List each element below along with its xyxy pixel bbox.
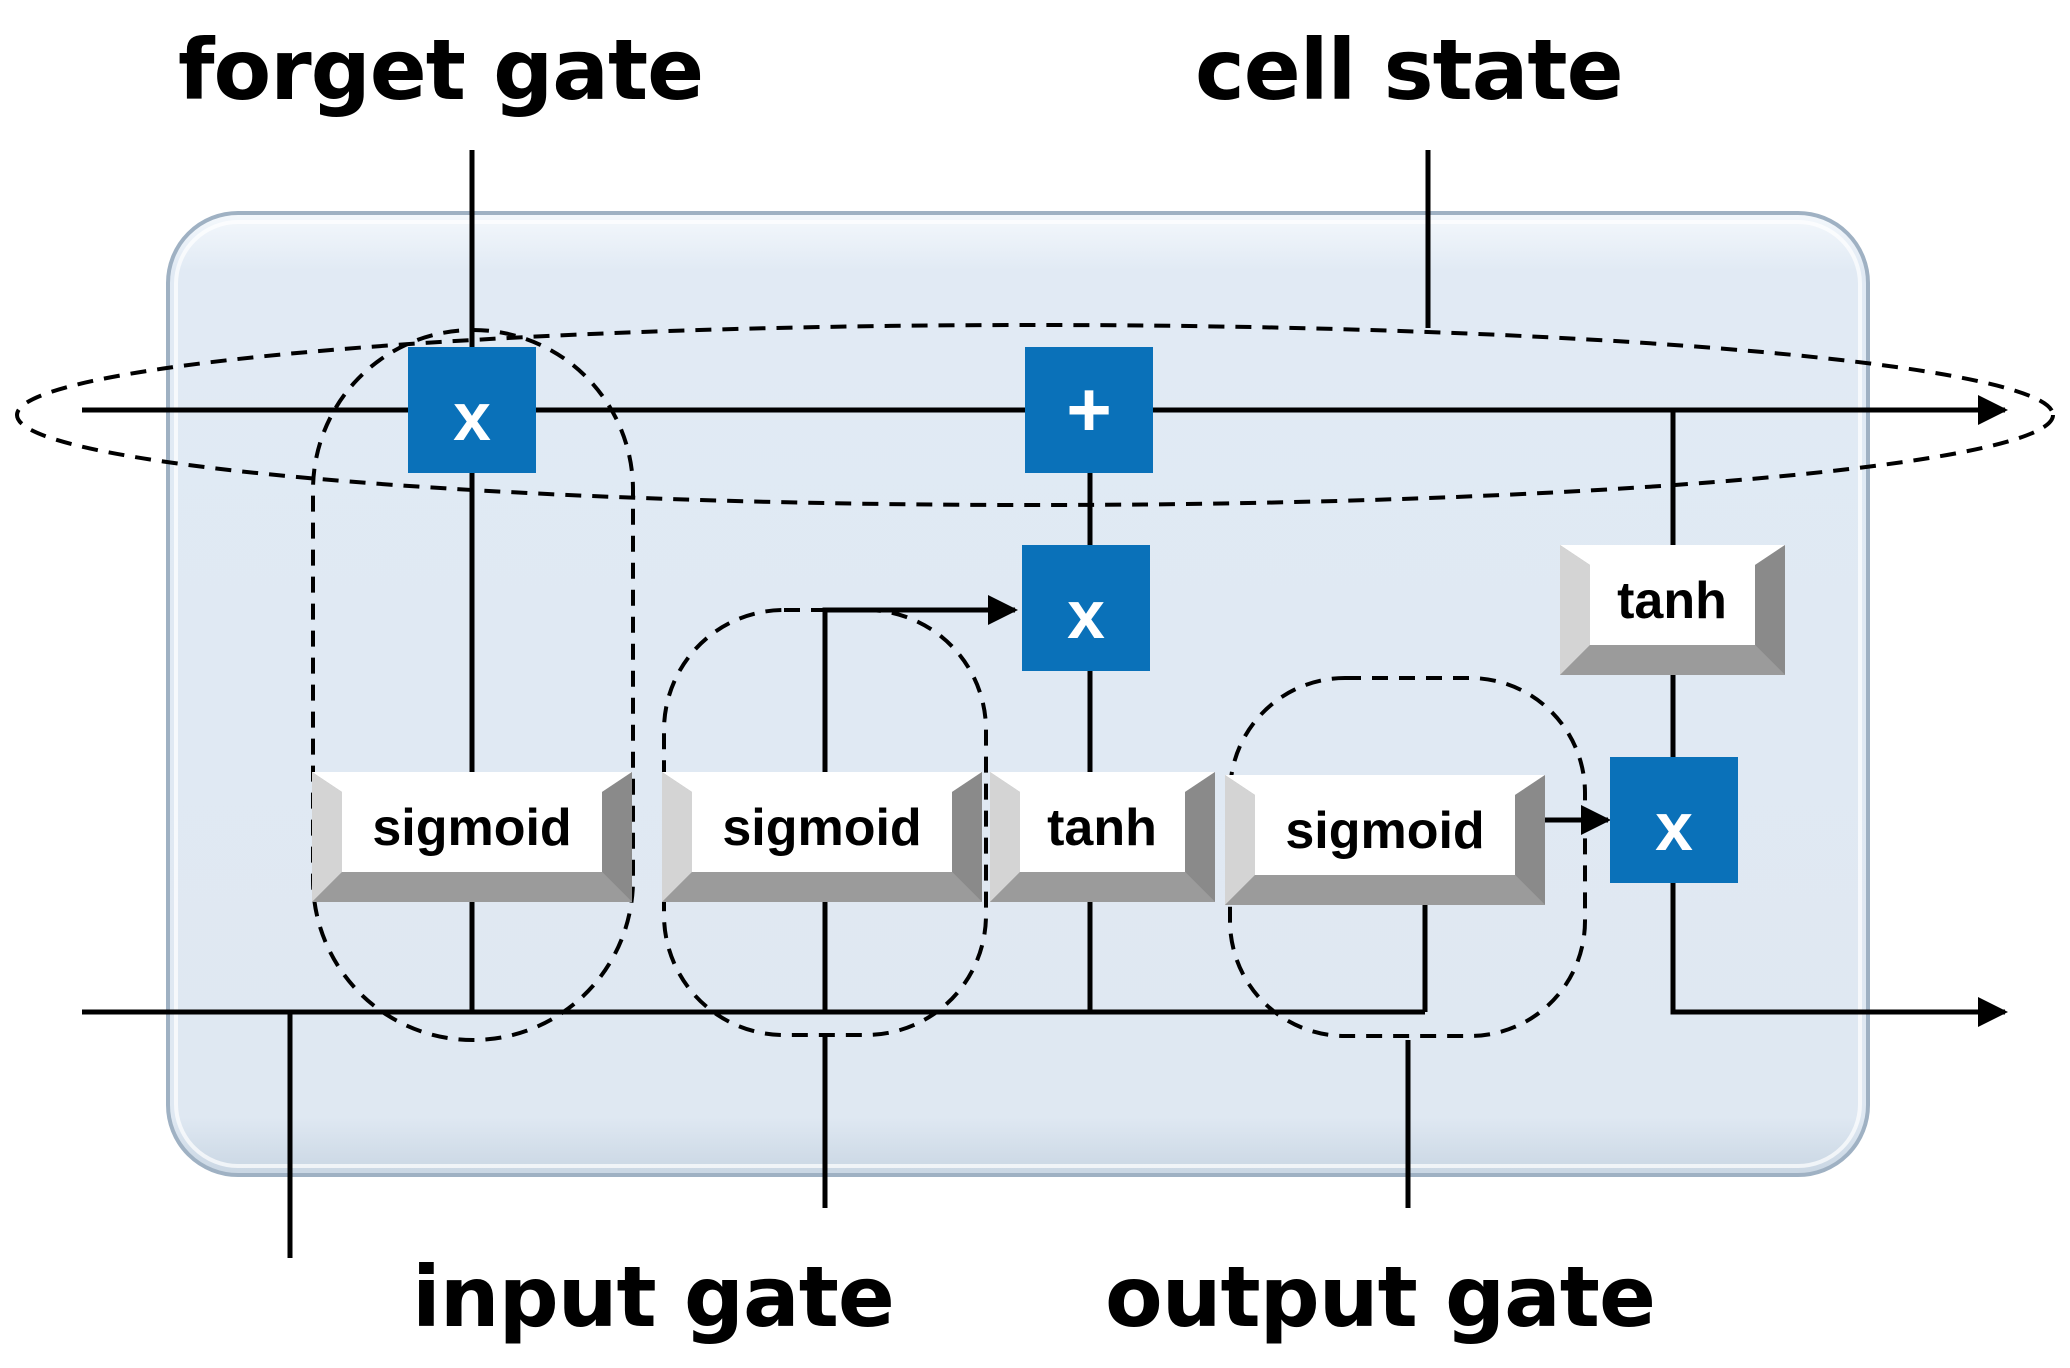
input-multiply-operator: x <box>1022 545 1150 671</box>
forget-sigmoid-box: sigmoid <box>312 772 632 902</box>
cell-body <box>166 211 1870 1177</box>
forget-multiply-operator: x <box>408 347 536 473</box>
output-gate-label: output gate <box>1105 1248 1656 1346</box>
cell-tanh-label: tanh <box>1617 572 1727 630</box>
input-sigmoid-label: sigmoid <box>722 799 921 857</box>
output-sigmoid-label: sigmoid <box>1285 802 1484 860</box>
output-multiply-symbol: x <box>1655 789 1693 865</box>
output-sigmoid-box: sigmoid <box>1225 775 1545 905</box>
input-tanh-box: tanh <box>990 772 1215 902</box>
cell-state-outline <box>15 323 2055 507</box>
forget-gate-label: forget gate <box>178 21 704 119</box>
input-sigmoid-box: sigmoid <box>662 772 982 902</box>
input-multiply-symbol: x <box>1067 577 1105 653</box>
cell-add-symbol: + <box>1066 365 1112 453</box>
cell-add-operator: + <box>1025 347 1153 473</box>
forget-sigmoid-label: sigmoid <box>372 799 571 857</box>
output-multiply-operator: x <box>1610 757 1738 883</box>
cell-tanh-box: tanh <box>1560 545 1785 675</box>
input-tanh-label: tanh <box>1047 799 1157 857</box>
input-gate-label: input gate <box>412 1248 895 1346</box>
forget-gate-outline <box>311 328 635 1042</box>
cell-state-label: cell state <box>1195 21 1624 119</box>
forget-multiply-symbol: x <box>453 379 491 455</box>
